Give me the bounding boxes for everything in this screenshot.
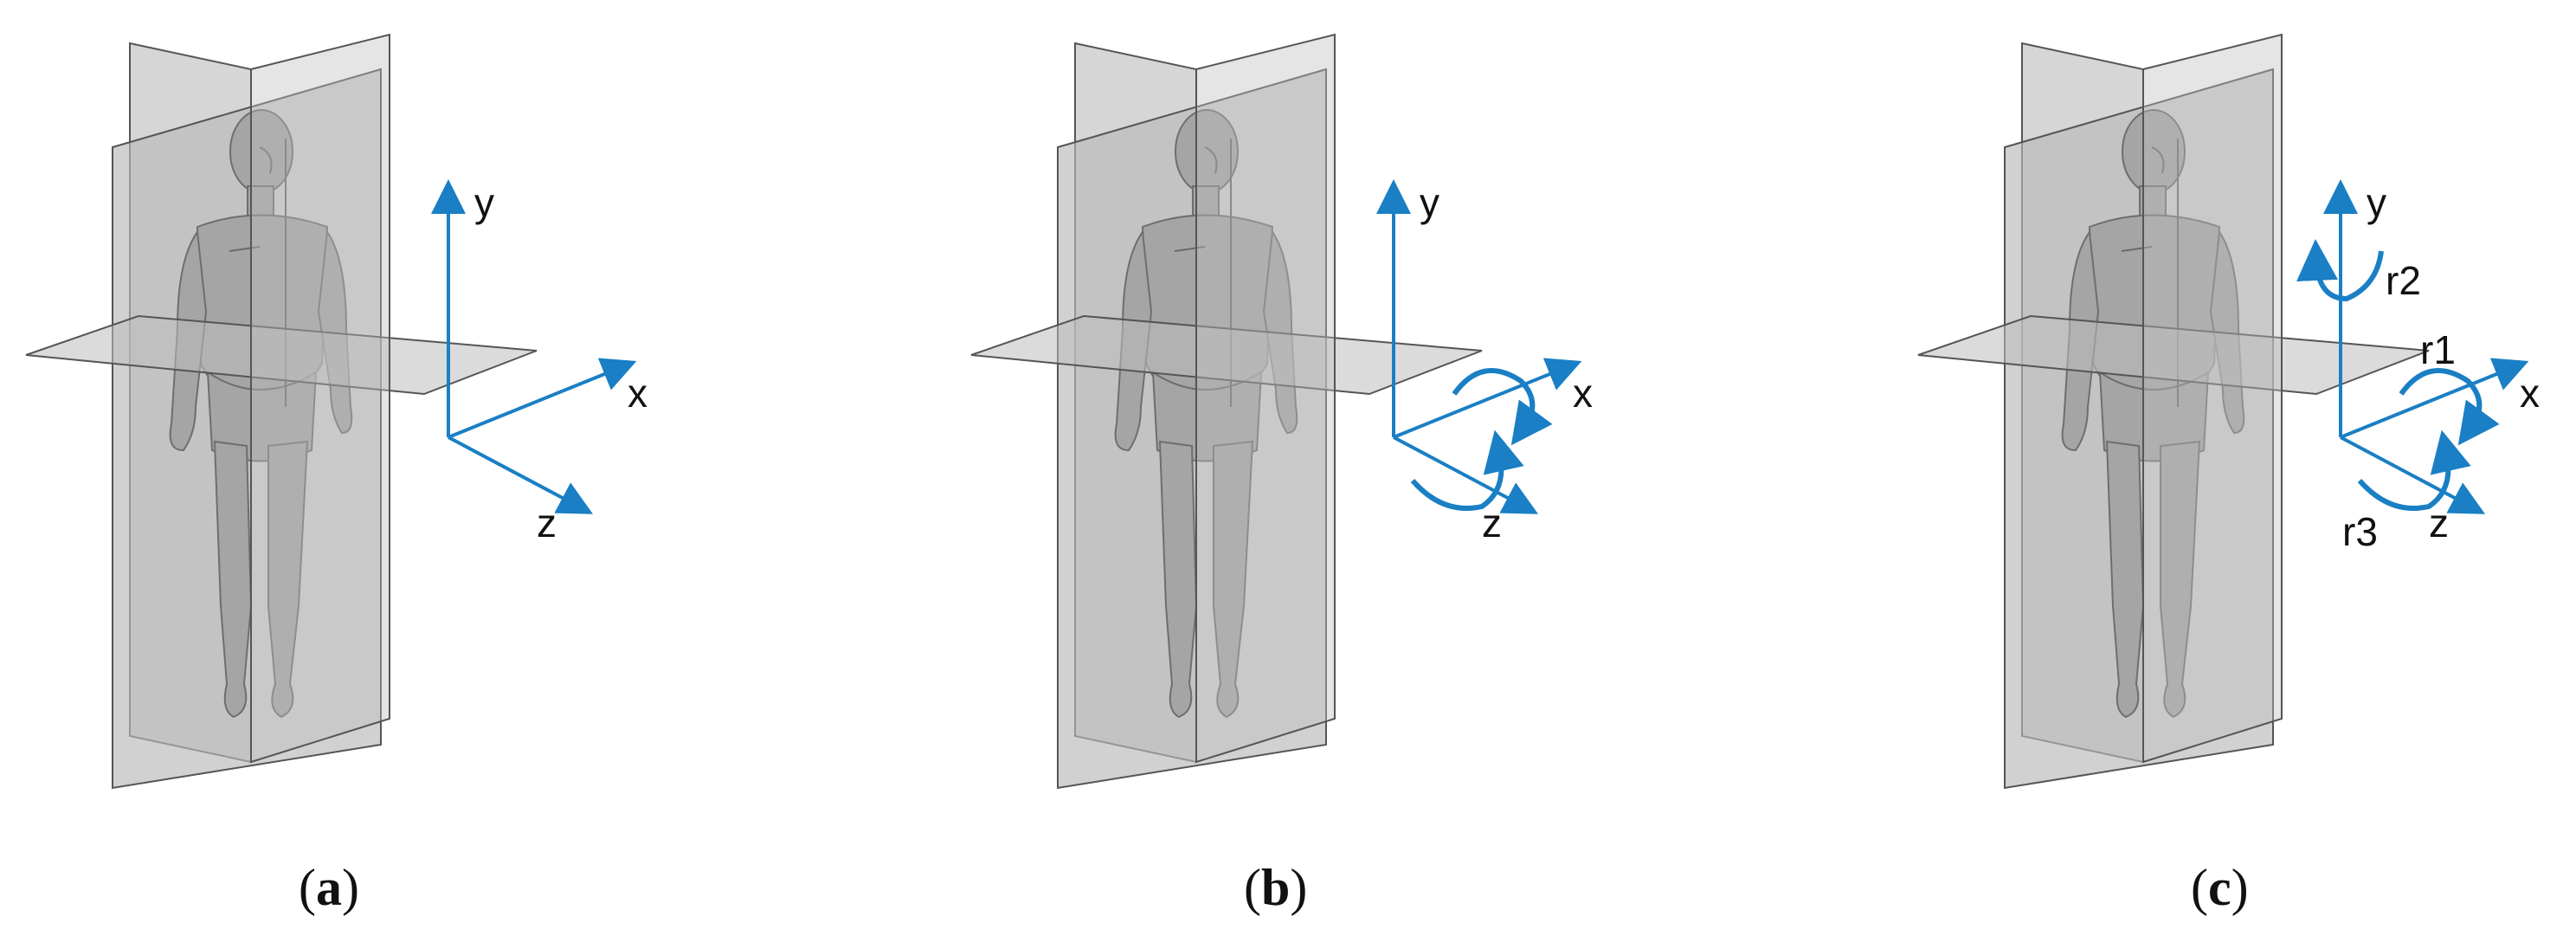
panel-caption: (c) (2191, 859, 2249, 916)
x-axis-arrow (448, 358, 637, 439)
y-axis-label: y (2367, 180, 2386, 225)
rotation-label-r1: r1 (2420, 327, 2456, 372)
x-axis-label: x (1573, 371, 1593, 416)
panel-caption: (b) (1244, 859, 1307, 916)
panel-a: y x z (a) (25, 34, 647, 916)
panel-b: y x z (b) (970, 34, 1593, 916)
y-rotation-arrow (2296, 239, 2384, 302)
y-axis-label: y (474, 180, 494, 225)
z-rotation-arrow (2357, 429, 2471, 511)
coordinate-axes (431, 179, 637, 514)
x-axis-arrow (2340, 358, 2529, 439)
y-axis-label: y (1420, 180, 1439, 225)
z-axis-label: z (2429, 500, 2449, 546)
z-axis-label: z (537, 500, 557, 546)
coordinate-axes (1376, 179, 1582, 514)
rotation-label-r2: r2 (2386, 258, 2421, 303)
x-axis-arrow (1393, 358, 1582, 439)
z-rotation-arrow (1410, 429, 1524, 511)
human-figure-with-planes (970, 34, 1483, 789)
panel-caption: (a) (299, 859, 359, 916)
x-axis-label: x (2520, 371, 2540, 416)
z-axis-label: z (1482, 500, 1502, 546)
human-figure-with-planes (1917, 34, 2430, 789)
rotation-arrows (2296, 239, 2500, 511)
z-axis-arrow (1393, 436, 1539, 514)
coordinate-axes (2323, 179, 2529, 514)
x-rotation-arrow (1452, 368, 1553, 446)
rotation-label-r3: r3 (2342, 509, 2378, 554)
z-axis-arrow (448, 436, 594, 514)
x-axis-label: x (628, 371, 647, 416)
x-rotation-arrow (2399, 368, 2500, 446)
panel-c: y x z r1 r2 r3 (c) (1917, 34, 2540, 916)
human-figure-with-planes (25, 34, 538, 789)
z-axis-arrow (2340, 436, 2486, 514)
rotation-arrows (1410, 368, 1553, 511)
